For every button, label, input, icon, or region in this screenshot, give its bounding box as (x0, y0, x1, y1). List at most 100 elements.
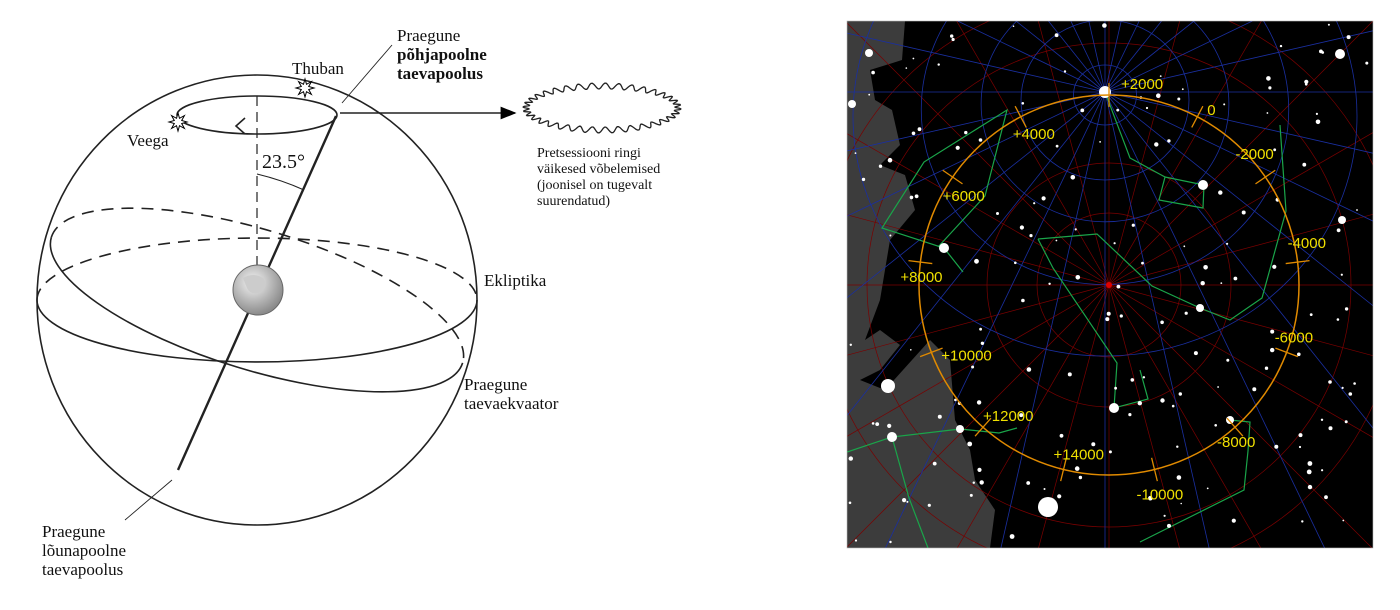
star (979, 480, 984, 485)
equatorial-meridian (957, 21, 1106, 93)
star (1304, 83, 1308, 86)
star (1181, 88, 1184, 91)
star (1198, 180, 1208, 190)
equator-label-line: Praegune (464, 375, 528, 394)
star (1231, 518, 1236, 523)
star (1217, 386, 1219, 388)
star (871, 422, 875, 425)
year-tick (1060, 457, 1068, 482)
star (1014, 261, 1017, 265)
star (956, 425, 964, 433)
star (1141, 261, 1144, 265)
equatorial-meridian (1104, 91, 1325, 548)
star (1108, 450, 1112, 454)
year-label: -6000 (1275, 329, 1313, 346)
star (1033, 202, 1036, 205)
star (1176, 445, 1179, 448)
year-tick (908, 260, 933, 265)
equatorial-meridian (1104, 21, 1140, 93)
wobble-caption-line: Pretsessiooni ringi (537, 146, 641, 161)
star (1154, 142, 1159, 147)
star (1075, 275, 1081, 280)
ecliptic-meridian (847, 284, 1110, 437)
star (1116, 108, 1120, 112)
year-label: +14000 (1054, 447, 1104, 464)
star (1113, 242, 1116, 245)
star (1268, 86, 1272, 90)
equatorial-meridian (1104, 91, 1373, 154)
star (1335, 49, 1345, 59)
earth (232, 264, 284, 316)
star (1019, 413, 1024, 418)
equatorial-meridian (1088, 21, 1106, 93)
star (1009, 534, 1015, 539)
star (875, 422, 880, 426)
star (1054, 33, 1059, 38)
year-tick (1150, 457, 1158, 482)
equatorial-meridian (847, 91, 1106, 416)
star (1266, 76, 1271, 81)
star (969, 493, 973, 497)
star (1319, 49, 1323, 54)
equator-back (50, 207, 465, 364)
ecliptic-parallel (866, 42, 1352, 528)
thuban-label: Thuban (292, 59, 344, 78)
star (1059, 433, 1064, 438)
ecliptic-parallel (1036, 212, 1182, 358)
star (976, 400, 982, 405)
star (1346, 35, 1351, 40)
star (887, 432, 897, 442)
equatorial-meridian (1048, 21, 1106, 93)
star (1055, 144, 1059, 148)
star (1067, 372, 1072, 377)
star (1063, 70, 1067, 73)
star (848, 100, 856, 108)
equatorial-meridian (1000, 91, 1106, 548)
star (1178, 392, 1183, 396)
star (1177, 97, 1181, 101)
star (980, 341, 985, 345)
star (871, 70, 875, 75)
star (1226, 242, 1229, 245)
equatorial-meridian (1015, 21, 1106, 93)
constellation-line (1139, 419, 1251, 543)
star (848, 456, 853, 461)
star (878, 164, 883, 168)
ecliptic-meridian (1108, 132, 1373, 286)
star (1130, 378, 1135, 382)
star (887, 423, 892, 428)
star (1344, 307, 1349, 311)
star (1302, 162, 1307, 167)
star (854, 539, 858, 542)
star (914, 194, 919, 199)
star (1270, 329, 1275, 334)
star (1026, 367, 1032, 372)
star-thuban-icon (294, 77, 316, 99)
equatorial-meridian (1070, 21, 1106, 93)
star (1203, 265, 1208, 270)
star (865, 49, 873, 57)
star (1159, 75, 1162, 77)
star (1341, 386, 1344, 389)
star (1273, 148, 1277, 152)
star (1041, 196, 1046, 201)
star (1270, 347, 1275, 353)
star (1233, 276, 1238, 281)
ecliptic-meridian (847, 284, 1110, 548)
star (1344, 420, 1348, 424)
star (1074, 466, 1080, 471)
equatorial-meridian (1104, 91, 1210, 548)
year-tick (1014, 105, 1027, 128)
star (1019, 225, 1024, 230)
star (1145, 106, 1149, 110)
year-tick (919, 347, 943, 358)
star (1223, 103, 1226, 106)
star (1167, 523, 1171, 528)
equatorial-meridian (1104, 21, 1162, 93)
equatorial-parallel (852, 21, 1358, 357)
star (977, 467, 982, 472)
star (1336, 228, 1341, 233)
star (1321, 469, 1324, 472)
year-label: +4000 (1013, 126, 1055, 143)
